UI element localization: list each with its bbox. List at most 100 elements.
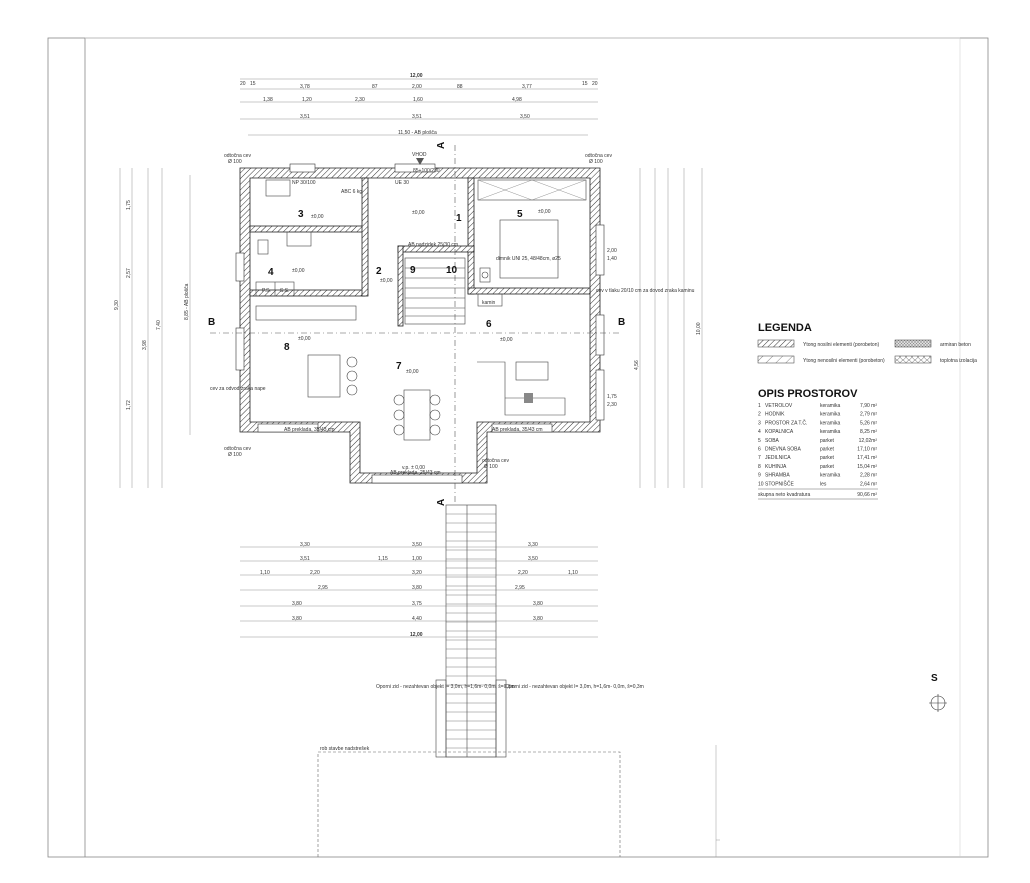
note: NP 30/100 (292, 180, 316, 186)
dim: 2,20 (310, 570, 320, 576)
dim: 1,72 (126, 400, 132, 410)
dim: 2,57 (126, 268, 132, 278)
level-mark: ±0,00 (412, 210, 425, 216)
dim: 3,51 (300, 556, 310, 562)
room-no: 5 (758, 438, 761, 444)
dim: 3,80 (412, 585, 422, 591)
dim: 9,30 (114, 300, 120, 310)
dim: 4,40 (412, 616, 422, 622)
legend-label: toplotna izolacija (940, 358, 977, 364)
section-b-right: B (618, 317, 625, 328)
dim: 20 (592, 81, 598, 87)
section-lines: A A B B VHOD (208, 142, 625, 506)
room-number: 1 (456, 213, 462, 224)
dim-total: 12,00 (410, 73, 423, 79)
room-name: DNEVNA SOBA (765, 447, 802, 453)
legend-swatch (894, 339, 932, 348)
level-mark: ±0,00 (292, 268, 305, 274)
room-no: 1 (758, 403, 761, 409)
dim: 4,56 (634, 360, 640, 370)
dim: 1,10 (260, 570, 270, 576)
legend-label: armiran beton (940, 342, 971, 348)
north-label: S (931, 673, 938, 684)
terrain-outline: rob stavbe nadstrešek (317, 746, 621, 857)
note: Ø 100 (589, 159, 603, 165)
note: AB nadzidek 25/30 cm (408, 242, 458, 248)
room-number: 3 (298, 209, 304, 220)
total-value: 90,66 m² (857, 492, 877, 498)
dim: 3,50 (528, 556, 538, 562)
room-name: VETROLOV (765, 403, 793, 409)
room-area: 12,02m² (859, 438, 878, 444)
room-no: 9 (758, 473, 761, 479)
section-a-top: A (436, 142, 447, 149)
dim: 1,38 (263, 97, 273, 103)
dim: 7,40 (156, 320, 162, 330)
room-no: 4 (758, 429, 761, 435)
room-number: 9 (410, 265, 416, 276)
note: odtočna cev (482, 458, 509, 464)
room-number: 7 (396, 361, 402, 372)
level-mark: ±0,00 (311, 214, 324, 220)
room-name: STOPNIŠČE (765, 480, 794, 487)
room-area: 2,64 m² (860, 481, 877, 487)
legend: LEGENDA Ytong nosilni elementi (porobeto… (757, 322, 977, 364)
level-mark: ±0,00 (406, 369, 419, 375)
note: ABC 6 kg (341, 189, 362, 195)
dim: 3,50 (412, 542, 422, 548)
dim: 3,98 (142, 340, 148, 350)
room-no: 7 (758, 455, 761, 461)
room-area: 5,26 m² (860, 420, 877, 426)
terrain-note: rob stavbe nadstrešek (320, 746, 370, 752)
dim: 8,85 - AB plošča (184, 283, 190, 320)
dim: 1,60 (413, 97, 423, 103)
room-floor: parket (820, 447, 835, 453)
note: cev za odvod zraka nape (210, 386, 266, 392)
legend-swatch (894, 355, 932, 364)
room-no: 3 (758, 420, 761, 426)
dim: 3,78 (300, 84, 310, 90)
room-name: SHRAMBA (765, 473, 790, 479)
furniture (255, 179, 587, 441)
level-mark: ±0,00 (500, 337, 513, 343)
dim: 1,15 (378, 556, 388, 562)
section-b-left: B (208, 317, 215, 328)
note: 85+100/230 (413, 168, 440, 174)
dim: 15 (250, 81, 256, 87)
room-area: 17,41 m² (857, 455, 877, 461)
entrance-label: VHOD (412, 152, 427, 158)
room-name: KUHINJA (765, 464, 787, 470)
dim: 20 (240, 81, 246, 87)
legend-title: LEGENDA (758, 322, 812, 334)
dim: 2,20 (518, 570, 528, 576)
room-name: JEDILNICA (765, 455, 791, 461)
dim: 3,80 (292, 601, 302, 607)
room-no: 10 (758, 481, 764, 487)
top-dimensions: 12,00 20 15 3,78 87 2,00 88 3,77 15 20 1… (240, 73, 598, 136)
room-numbers: 1 2 3 4 5 6 7 8 9 10 (268, 209, 523, 372)
note: kamin (482, 300, 496, 306)
room-name: SOBA (765, 438, 780, 444)
room-name: HODNIK (765, 412, 785, 418)
dim: 3,51 (300, 114, 310, 120)
room-floor: parket (820, 464, 835, 470)
room-number: 8 (284, 342, 290, 353)
dim: 4,98 (512, 97, 522, 103)
room-area: 17,10 m² (857, 447, 877, 453)
level-mark: ±0,00 (538, 209, 551, 215)
legend-label: Ytong nosilni elementi (porobeton) (803, 342, 879, 348)
dim: 2,95 (515, 585, 525, 591)
room-no: 8 (758, 464, 761, 470)
exterior-stairs: Oporni zid - nezahtevan objekt l= 3,0m, … (376, 504, 644, 758)
dim: 2,95 (318, 585, 328, 591)
dim: 3,80 (533, 601, 543, 607)
dim: 3,20 (412, 570, 422, 576)
dim: 10,00 (696, 322, 702, 335)
